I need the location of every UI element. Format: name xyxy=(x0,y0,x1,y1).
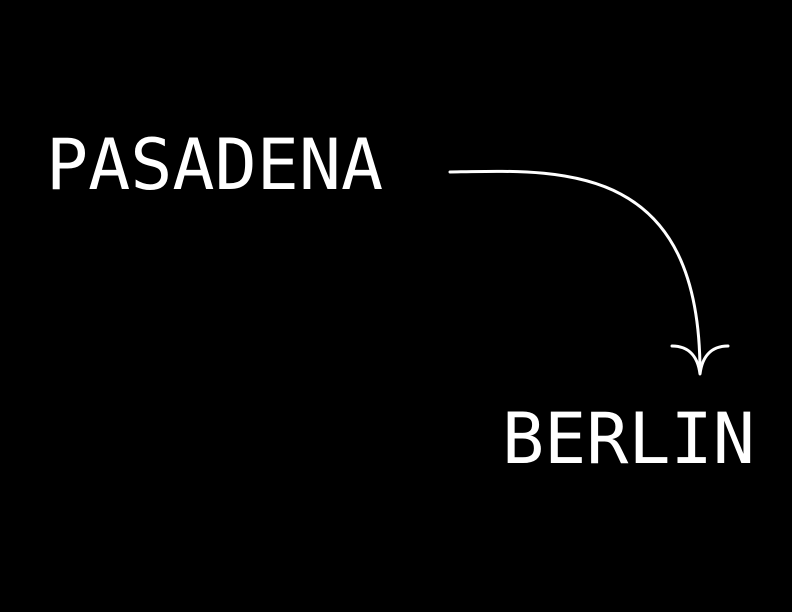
arrow-head xyxy=(670,344,730,376)
destination-label: BERLIN xyxy=(502,398,755,480)
arrow-curve xyxy=(448,169,702,374)
origin-label: PASADENA xyxy=(46,124,384,206)
